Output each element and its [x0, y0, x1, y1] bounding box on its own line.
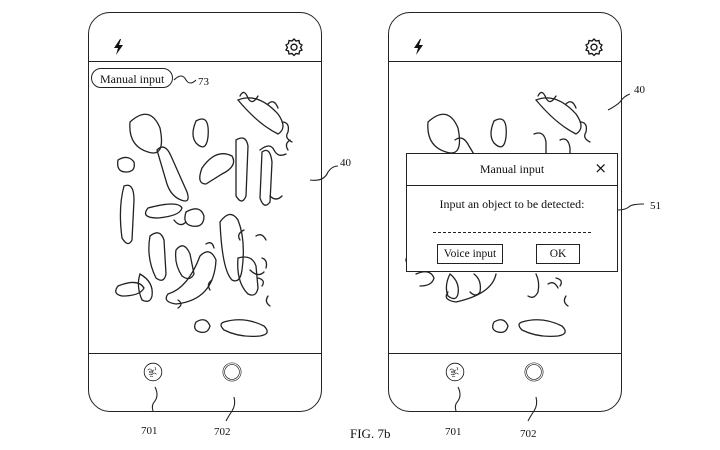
ref-label-40-right: 40 — [634, 84, 645, 96]
blob-shape — [490, 118, 507, 148]
squiggle-line — [547, 277, 569, 307]
ref-label-701-right: 701 — [445, 426, 462, 438]
blob-shape — [492, 319, 509, 334]
ref-label-40-left: 40 — [340, 157, 351, 169]
blob-shape — [184, 208, 205, 227]
ref-label-73: 73 — [198, 76, 209, 88]
flash-icon[interactable] — [409, 37, 429, 57]
voice-input-button[interactable]: Voice input — [437, 244, 503, 264]
dialog-prompt: Input an object to be detected: — [439, 197, 585, 211]
blob-shape — [144, 203, 183, 219]
ref-label-701-left: 701 — [141, 425, 158, 437]
blob-shape — [527, 273, 540, 298]
blob-shape — [199, 153, 235, 185]
ok-button[interactable]: OK — [536, 244, 580, 264]
manual-input-dialog: Manual input × Input an object to be det… — [406, 153, 618, 272]
ref-label-702-right: 702 — [520, 428, 537, 440]
leader-line — [617, 203, 645, 211]
gallery-thumbnail-icon[interactable] — [445, 362, 479, 396]
blob-shape — [415, 271, 435, 287]
blob-shape — [129, 113, 163, 154]
figure-caption: FIG. 7b — [350, 426, 391, 441]
leader-line — [151, 386, 158, 412]
ref-label-702-left: 702 — [214, 426, 231, 438]
leader-line — [607, 93, 631, 111]
squiggle-line — [177, 91, 293, 309]
blob-shape — [148, 232, 167, 281]
blob-shape — [219, 213, 244, 282]
blob-shape — [220, 319, 268, 338]
dialog-title-divider — [407, 185, 617, 186]
shutter-button-icon[interactable] — [524, 362, 570, 408]
blob-shape — [534, 97, 582, 135]
close-icon[interactable]: × — [594, 159, 607, 177]
blob-shape — [237, 256, 259, 296]
flash-icon[interactable] — [109, 37, 129, 57]
bottom-bar-divider — [389, 353, 621, 354]
squiggle-line — [173, 145, 287, 276]
blob-shape — [235, 137, 249, 202]
blob-shape — [119, 184, 135, 245]
leader-line — [309, 165, 339, 181]
blob-shape — [469, 273, 482, 296]
blob-shape — [445, 273, 497, 303]
blob-shape — [115, 281, 145, 297]
leader-line — [173, 75, 197, 84]
leader-line — [454, 386, 461, 412]
settings-gear-icon[interactable] — [284, 37, 304, 57]
blob-shape — [236, 97, 284, 135]
blob-shape — [427, 113, 461, 154]
settings-gear-icon[interactable] — [584, 37, 604, 57]
blob-shape — [194, 319, 211, 334]
ref-label-51: 51 — [650, 200, 661, 212]
bottom-bar-divider — [89, 353, 321, 354]
blob-shape — [454, 137, 476, 157]
top-bar-divider — [89, 61, 321, 62]
blob-shape — [445, 273, 459, 300]
squiggle-line — [537, 91, 591, 143]
leader-line — [225, 396, 236, 422]
blob-shape — [137, 273, 153, 302]
blob-shape — [259, 149, 273, 206]
blob-shape — [165, 251, 217, 305]
top-bar-divider — [389, 61, 621, 62]
blob-shape — [533, 132, 547, 155]
object-text-input[interactable] — [433, 232, 591, 233]
blob-shape — [174, 245, 195, 280]
blob-shape — [518, 319, 566, 338]
shutter-button-icon[interactable] — [222, 362, 268, 408]
manual-input-button[interactable]: Manual input — [91, 68, 174, 88]
blob-shape — [117, 156, 135, 173]
leader-line — [527, 396, 538, 422]
blob-shape — [559, 138, 571, 157]
blob-shape — [192, 118, 209, 148]
gallery-thumbnail-icon[interactable] — [143, 362, 177, 396]
dialog-title: Manual input — [479, 162, 545, 176]
blob-shape — [156, 146, 189, 202]
